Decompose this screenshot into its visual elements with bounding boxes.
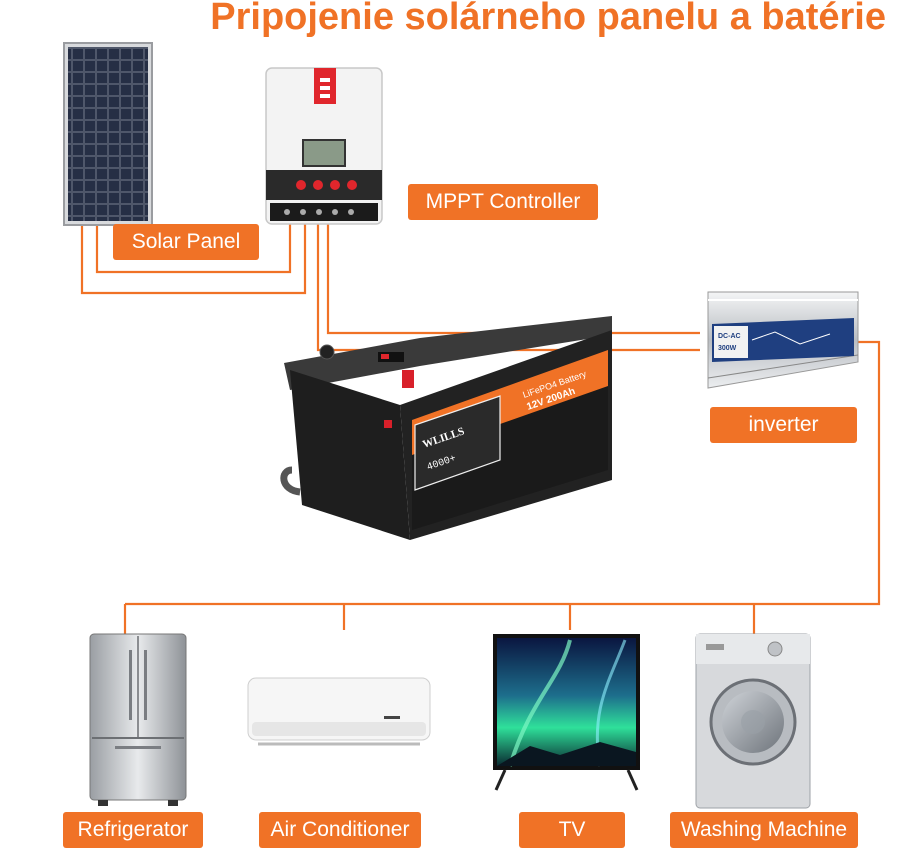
refrigerator-image bbox=[89, 633, 187, 806]
label-solar-panel: Solar Panel bbox=[113, 224, 259, 260]
solar-panel-image bbox=[63, 42, 153, 226]
label-air-conditioner: Air Conditioner bbox=[259, 812, 421, 848]
wire-panel-to-controller-2 bbox=[80, 222, 307, 295]
inverter-power: 300W bbox=[718, 345, 737, 352]
inverter-type: DC-AC bbox=[718, 333, 741, 340]
inverter-image: DC-AC 300W bbox=[707, 291, 859, 389]
label-mppt-controller: MPPT Controller bbox=[408, 184, 598, 220]
label-tv: TV bbox=[519, 812, 625, 848]
label-inverter: inverter bbox=[710, 407, 857, 443]
wire-panel-to-controller-1 bbox=[95, 222, 292, 274]
air-conditioner-image bbox=[247, 677, 431, 746]
wire-inverter-to-loads bbox=[125, 340, 881, 606]
label-refrigerator: Refrigerator bbox=[63, 812, 203, 848]
label-washing-machine: Washing Machine bbox=[670, 812, 858, 848]
tv-image bbox=[493, 634, 640, 791]
page-title: Pripojenie solárneho panelu a batérie bbox=[210, 0, 886, 38]
battery-image: WLILLS 4000+ LiFePO4 Battery 12V 200Ah bbox=[280, 316, 612, 540]
washing-machine-image bbox=[695, 633, 811, 809]
mppt-controller-image bbox=[265, 67, 383, 225]
wire-controller-to-battery-2 bbox=[326, 222, 700, 335]
